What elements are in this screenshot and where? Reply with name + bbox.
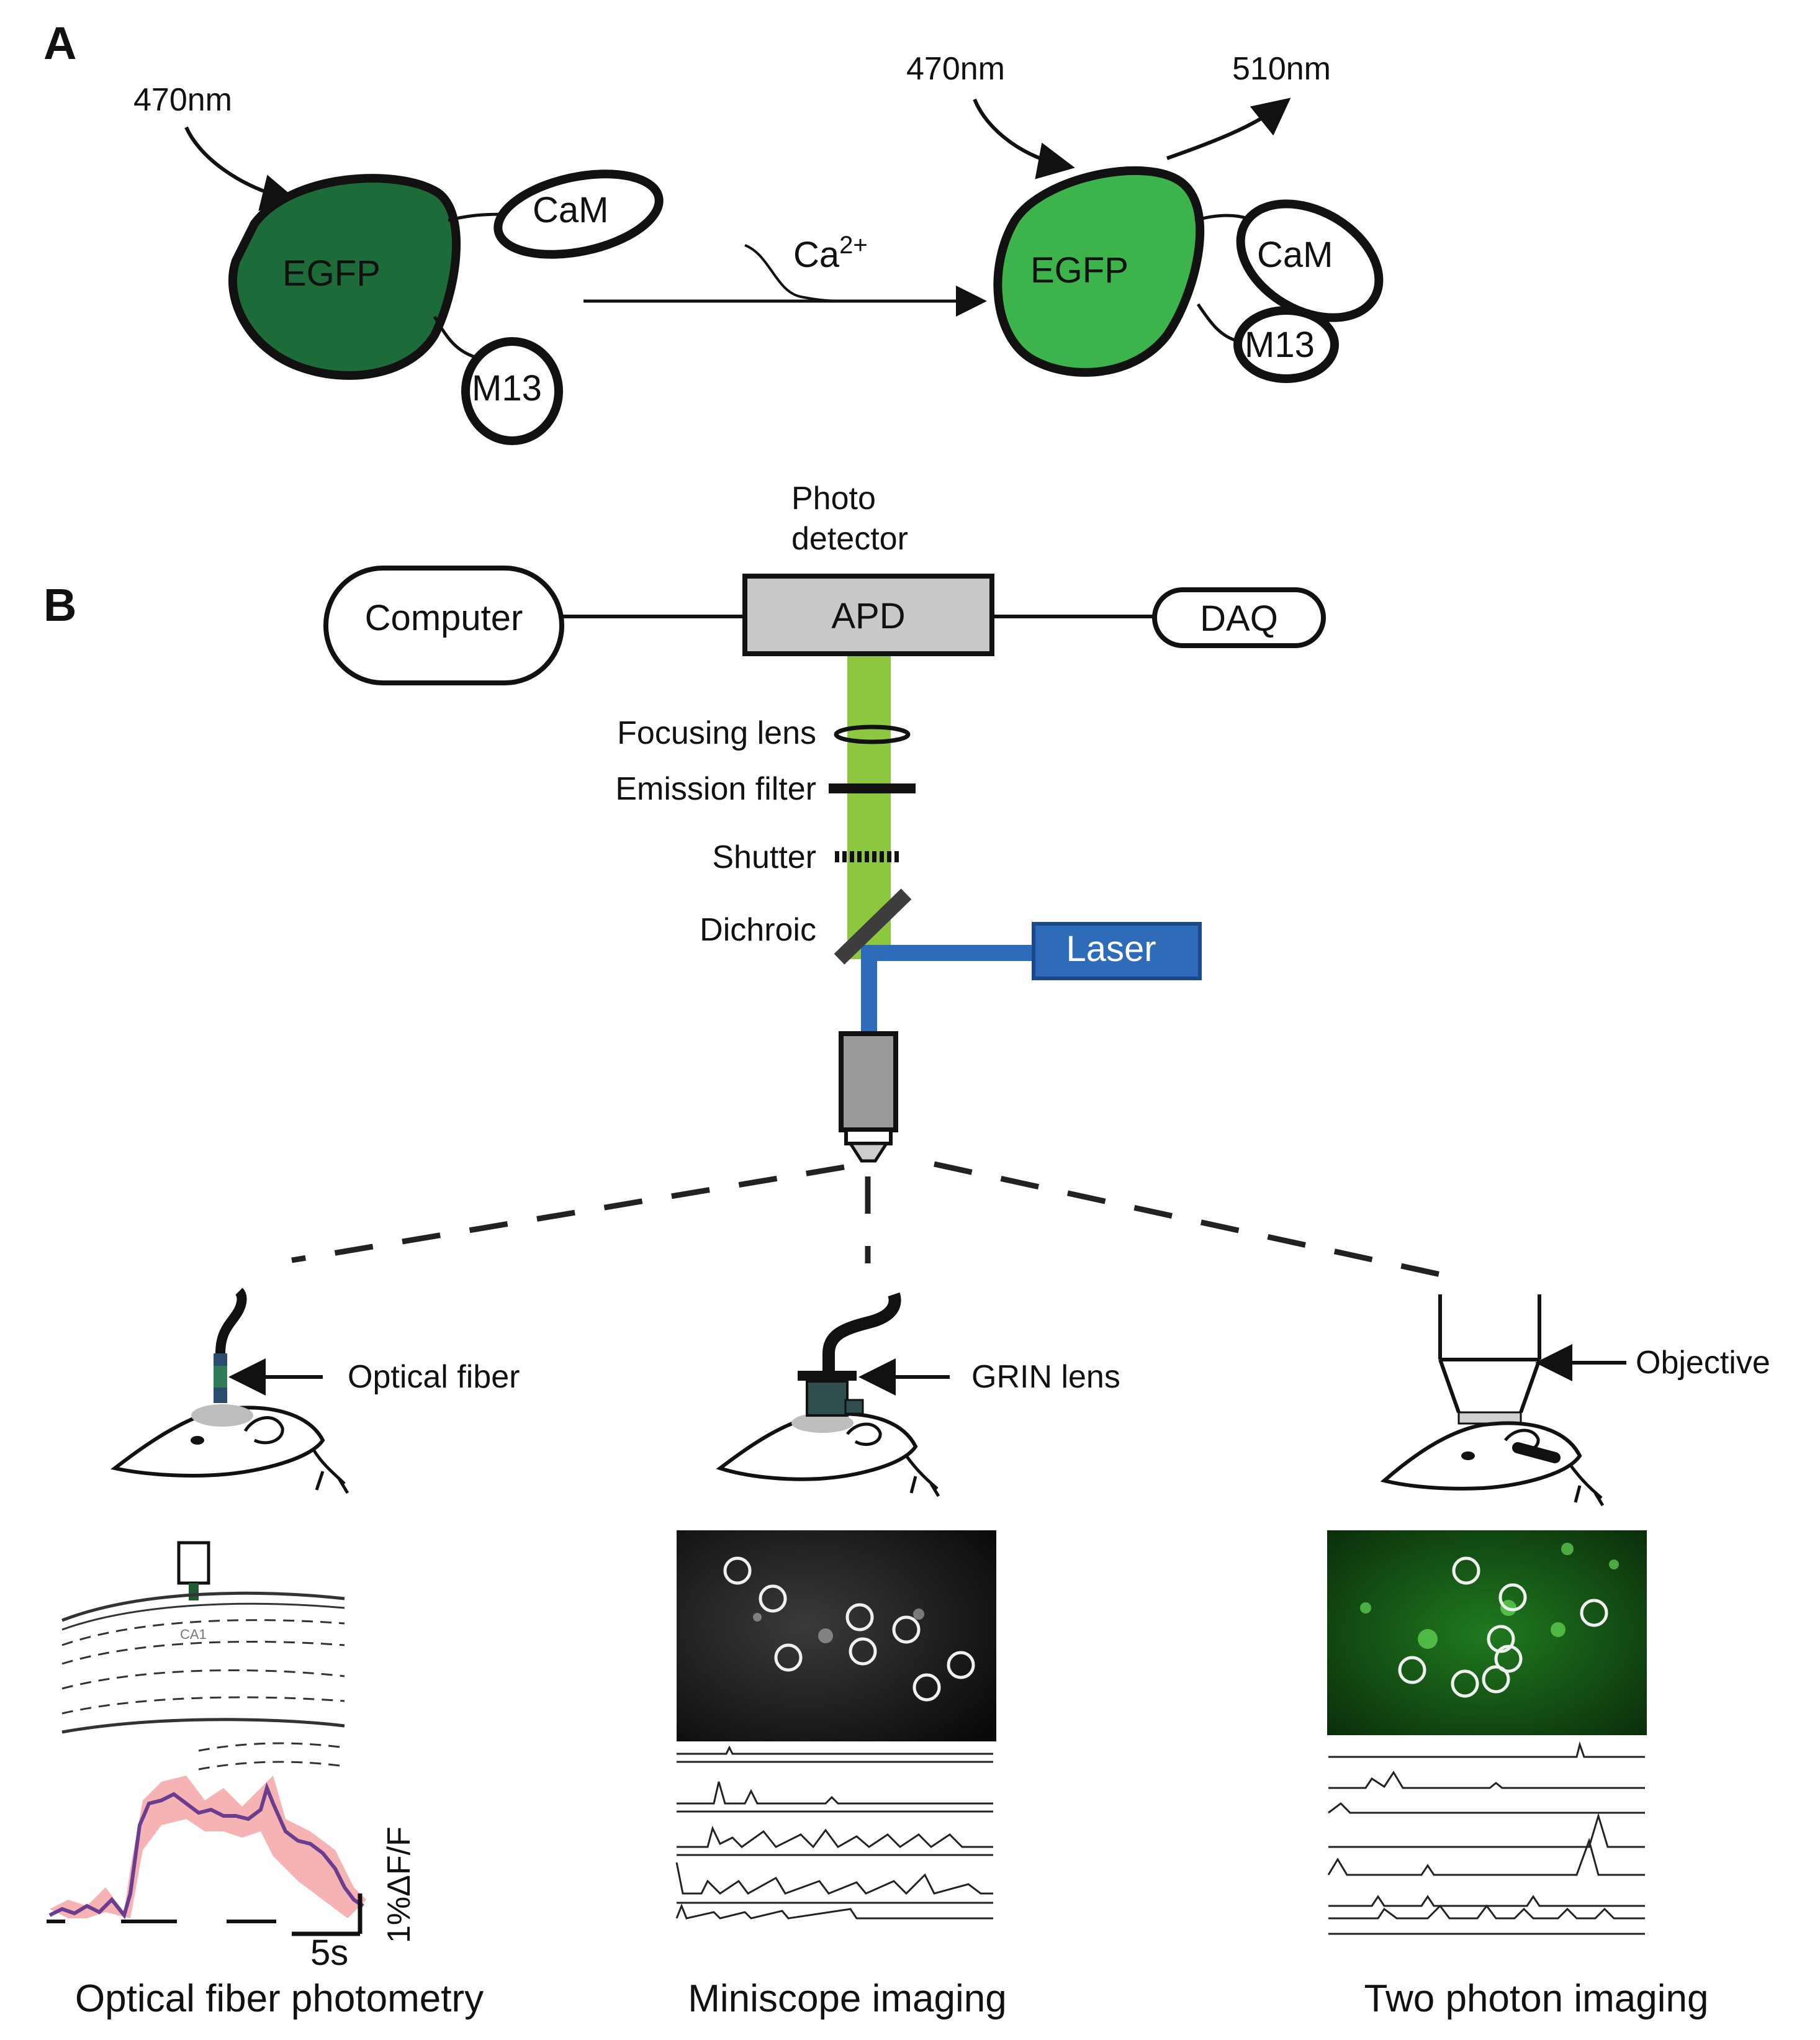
active-egfp-label: EGFP xyxy=(1030,250,1128,291)
computer-label: Computer xyxy=(365,598,523,638)
active-m13-domain xyxy=(1233,306,1339,383)
two-photon-objective xyxy=(1438,1294,1541,1413)
calcium-transition: Ca2+ xyxy=(583,232,987,317)
two-photon-roi xyxy=(1482,1665,1510,1694)
active-cam-linker xyxy=(1194,214,1248,222)
dash-to-fiber xyxy=(291,1164,845,1263)
inactive-m13-domain xyxy=(461,337,563,445)
apd-label: APD xyxy=(831,596,905,636)
two-photon-roi xyxy=(1452,1556,1480,1585)
laser-box xyxy=(1032,922,1202,980)
fiber-brain-section xyxy=(61,1541,345,1771)
two-photon-roi xyxy=(1451,1669,1479,1698)
miniscope-roi xyxy=(912,1673,941,1702)
fiber-scale-y-label: 1%ΔF/F xyxy=(381,1826,417,1943)
two-photon-roi xyxy=(1494,1645,1523,1673)
fiber-trace-mean xyxy=(48,1782,364,1920)
fiber-caption: Optical fiber photometry xyxy=(75,1977,484,2020)
fiber-trace-sem xyxy=(50,1776,366,1918)
two-photon-traces xyxy=(1327,1741,1645,1935)
laser-label: Laser xyxy=(1066,929,1156,969)
focusing-lens xyxy=(834,724,911,744)
photodetector-label-line2: detector xyxy=(791,521,908,557)
inactive-egfp-shape xyxy=(228,174,461,380)
dash-to-two-photon xyxy=(934,1161,1447,1279)
active-cam-domain xyxy=(1236,199,1384,322)
fiber-scale-bar xyxy=(292,1893,363,1936)
computer-box xyxy=(323,566,564,685)
daq-label: DAQ xyxy=(1200,598,1278,639)
dichroic-mirror xyxy=(834,888,912,965)
objective-pointer-label: Objective xyxy=(1636,1345,1770,1381)
active-cam-label: CaM xyxy=(1257,235,1333,275)
miniscope-caption: Miniscope imaging xyxy=(688,1977,1006,2020)
two-photon-roi xyxy=(1398,1656,1426,1684)
inactive-m13-linker xyxy=(433,315,475,359)
two-photon-caption: Two photon imaging xyxy=(1364,1977,1709,2020)
miniscope-image xyxy=(677,1530,996,1741)
fiber-mouse xyxy=(110,1288,349,1494)
fiber-trace xyxy=(47,1776,366,1923)
fiber-scale-x-label: 5s xyxy=(310,1933,348,1973)
two-photon-image xyxy=(1327,1530,1647,1735)
two-photon-roi xyxy=(1498,1583,1527,1612)
inactive-m13-label: M13 xyxy=(472,368,542,408)
daq-box xyxy=(1152,587,1326,648)
active-m13-linker xyxy=(1196,303,1236,342)
photodetector-label-line1: Photo xyxy=(791,481,876,517)
focusing-lens-label: Focusing lens xyxy=(617,715,816,751)
miniscope-mouse xyxy=(716,1292,940,1497)
two-photon-mouse xyxy=(1380,1411,1605,1507)
active-excitation-label: 470nm xyxy=(906,51,1005,87)
inactive-egfp-label: EGFP xyxy=(282,253,381,294)
inactive-cam-label: CaM xyxy=(533,190,608,230)
active-emission-arrow xyxy=(1166,97,1291,160)
inactive-sensor: 470nm EGFP CaM M13 xyxy=(133,82,664,445)
two-photon-roi xyxy=(1580,1599,1608,1627)
laser-beam xyxy=(861,945,1037,1034)
miniscope-roi xyxy=(849,1637,877,1666)
miniscope-roi xyxy=(947,1651,975,1679)
inactive-cam-domain xyxy=(493,169,664,259)
active-egfp-shape xyxy=(993,166,1205,377)
fiber-region-label: CA1 xyxy=(180,1627,207,1642)
objective-lens-housing xyxy=(839,1031,898,1163)
emission-filter xyxy=(829,783,916,793)
miniscope-roi xyxy=(845,1603,874,1632)
inactive-excitation-label: 470nm xyxy=(133,82,232,118)
miniscope-roi xyxy=(759,1584,787,1613)
dichroic-mirror-edge xyxy=(834,888,912,965)
active-m13-label: M13 xyxy=(1245,325,1315,365)
panel-a-letter: A xyxy=(43,17,76,69)
grin-pointer-label: GRIN lens xyxy=(971,1359,1120,1395)
miniscope-roi xyxy=(723,1556,752,1585)
active-sensor: 470nm 510nm EGFP CaM M13 xyxy=(906,51,1384,383)
dichroic-label: Dichroic xyxy=(700,912,816,948)
active-excitation-arrow xyxy=(973,98,1075,179)
calcium-ion-label: Ca2+ xyxy=(793,232,868,275)
miniscope-roi xyxy=(892,1615,921,1644)
miniscope-roi xyxy=(774,1643,803,1672)
emission-filter-label: Emission filter xyxy=(615,771,816,807)
fiber-pointer-label: Optical fiber xyxy=(348,1359,520,1395)
inactive-excitation-arrow xyxy=(184,126,299,211)
active-emission-label: 510nm xyxy=(1232,51,1331,87)
apd-box xyxy=(742,574,994,656)
two-photon-roi xyxy=(1487,1625,1515,1653)
shutter-label: Shutter xyxy=(712,839,816,875)
panel-b-letter: B xyxy=(43,579,76,631)
miniscope-traces xyxy=(675,1745,993,1920)
